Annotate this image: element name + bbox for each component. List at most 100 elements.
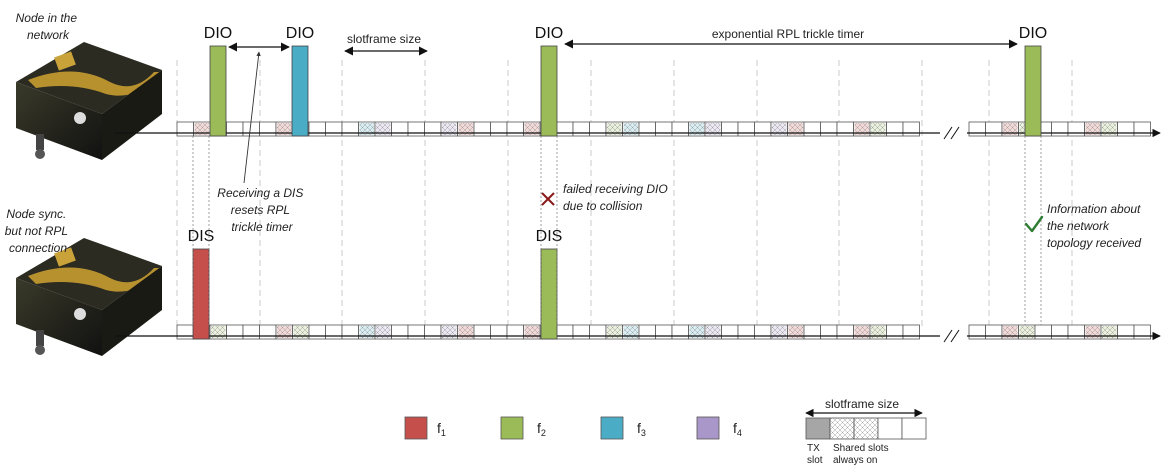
timeslot (968, 324, 986, 340)
shared-slot-hatch (1085, 123, 1100, 135)
legend-slotframe-label: slotframe size (825, 397, 899, 411)
legend-empty-slot (901, 417, 927, 440)
timeslot (721, 121, 739, 137)
shared-slot-hatch (277, 123, 292, 135)
shared-slot-hatch (689, 326, 704, 338)
timeslot (391, 324, 409, 340)
timeslot (176, 121, 194, 137)
shared-slot-hatch (607, 123, 622, 135)
legend-f2-label: f2 (537, 420, 546, 438)
shared-slot-hatch (442, 123, 457, 135)
timeslot (572, 121, 590, 137)
shared-slot-hatch (772, 123, 787, 135)
timeslot (226, 324, 244, 340)
shared-slot-hatch (854, 326, 869, 338)
timeslot (1133, 121, 1151, 137)
timeslot (556, 324, 574, 340)
transmission-label: DIS (536, 228, 563, 245)
shared-slot-hatch (458, 326, 473, 338)
shared-slot-hatch (1102, 326, 1117, 338)
timeslot (259, 121, 277, 137)
timeslot (325, 121, 343, 137)
shared-slot-hatch (293, 326, 308, 338)
shared-slot-hatch (788, 326, 803, 338)
transmission-label: DIO (286, 25, 314, 42)
legend-tx-slot (805, 417, 831, 440)
legend-empty-slot (877, 417, 903, 440)
shared-slot-hatch (788, 123, 803, 135)
shared-slot-hatch (524, 123, 539, 135)
shared-slot-hatch (359, 123, 374, 135)
shared-slot-hatch (524, 326, 539, 338)
trickle-timer-label: exponential RPL trickle timer (712, 27, 864, 41)
shared-slot-hatch (277, 326, 292, 338)
timeslot (589, 121, 607, 137)
timeslot (226, 121, 244, 137)
cross-icon (541, 192, 555, 206)
shared-slot-hatch (607, 326, 622, 338)
timeslot (737, 324, 755, 340)
timeslot (886, 324, 904, 340)
timeslot (820, 121, 838, 137)
timeslot (968, 121, 986, 137)
legend-shared-slot (853, 417, 879, 440)
timeslot (424, 121, 442, 137)
timeslot (572, 324, 590, 340)
legend-shared-slots-label: Shared slots always on (833, 443, 891, 466)
legend-item-f1: f1 (404, 416, 446, 440)
node-bottom-label: Node sync. but not RPL connection (5, 207, 72, 255)
legend-slotframe: slotframe size TX slot Shared slots alwa… (805, 397, 927, 466)
timeslot (1117, 121, 1135, 137)
timeslot (1133, 324, 1151, 340)
legend-f1-label: f1 (437, 420, 446, 438)
transmission-bar (540, 248, 558, 340)
legend-f3-label: f3 (637, 420, 646, 438)
failed-receiving-label: failed receiving DIO due to collision (563, 182, 671, 213)
timeslot (259, 324, 277, 340)
timeslot (589, 324, 607, 340)
timeslot (754, 324, 772, 340)
timeslot (341, 324, 359, 340)
legend-tx-slot-label: TX slot (807, 443, 823, 466)
timeslot (836, 324, 854, 340)
shared-slot-hatch (376, 326, 391, 338)
timeslot (1067, 324, 1085, 340)
legend-item-f4: f4 (696, 416, 742, 440)
timeslot (473, 121, 491, 137)
shared-slot-hatch (1003, 326, 1018, 338)
timeslot (391, 121, 409, 137)
dis-reset-label: Receiving a DIS resets RPL trickle timer (217, 186, 306, 234)
transmission-bar (192, 248, 210, 340)
timeslot (407, 121, 425, 137)
timeslot (1051, 324, 1069, 340)
checkmark-icon (1024, 215, 1044, 233)
shared-slot-hatch (871, 123, 886, 135)
timeslot (902, 324, 920, 340)
slotframe-boundaries (176, 60, 1073, 330)
transmission-bar (1024, 45, 1042, 137)
shared-slot-hatch (1085, 326, 1100, 338)
timeslot (506, 121, 524, 137)
shared-slot-hatch (706, 326, 721, 338)
timeslot (671, 324, 689, 340)
timeslot (754, 121, 772, 137)
timeslot (1034, 324, 1052, 340)
shared-slot-hatch (359, 326, 374, 338)
timeslot (655, 324, 673, 340)
shared-slot-hatch (376, 123, 391, 135)
timeslot (671, 121, 689, 137)
timeslot (638, 121, 656, 137)
shared-slot-hatch (854, 123, 869, 135)
transmission-bar (209, 45, 227, 137)
shared-slot-hatch (623, 326, 638, 338)
legend-shared-slot (829, 417, 855, 440)
timeslot (242, 121, 260, 137)
transmission-label: DIO (535, 25, 563, 42)
shared-slot-hatch (194, 123, 209, 135)
axis-break (950, 329, 960, 343)
axis-break (943, 329, 953, 343)
timeslot (308, 324, 326, 340)
shared-slot-hatch (772, 326, 787, 338)
shared-slot-hatch (1019, 326, 1034, 338)
